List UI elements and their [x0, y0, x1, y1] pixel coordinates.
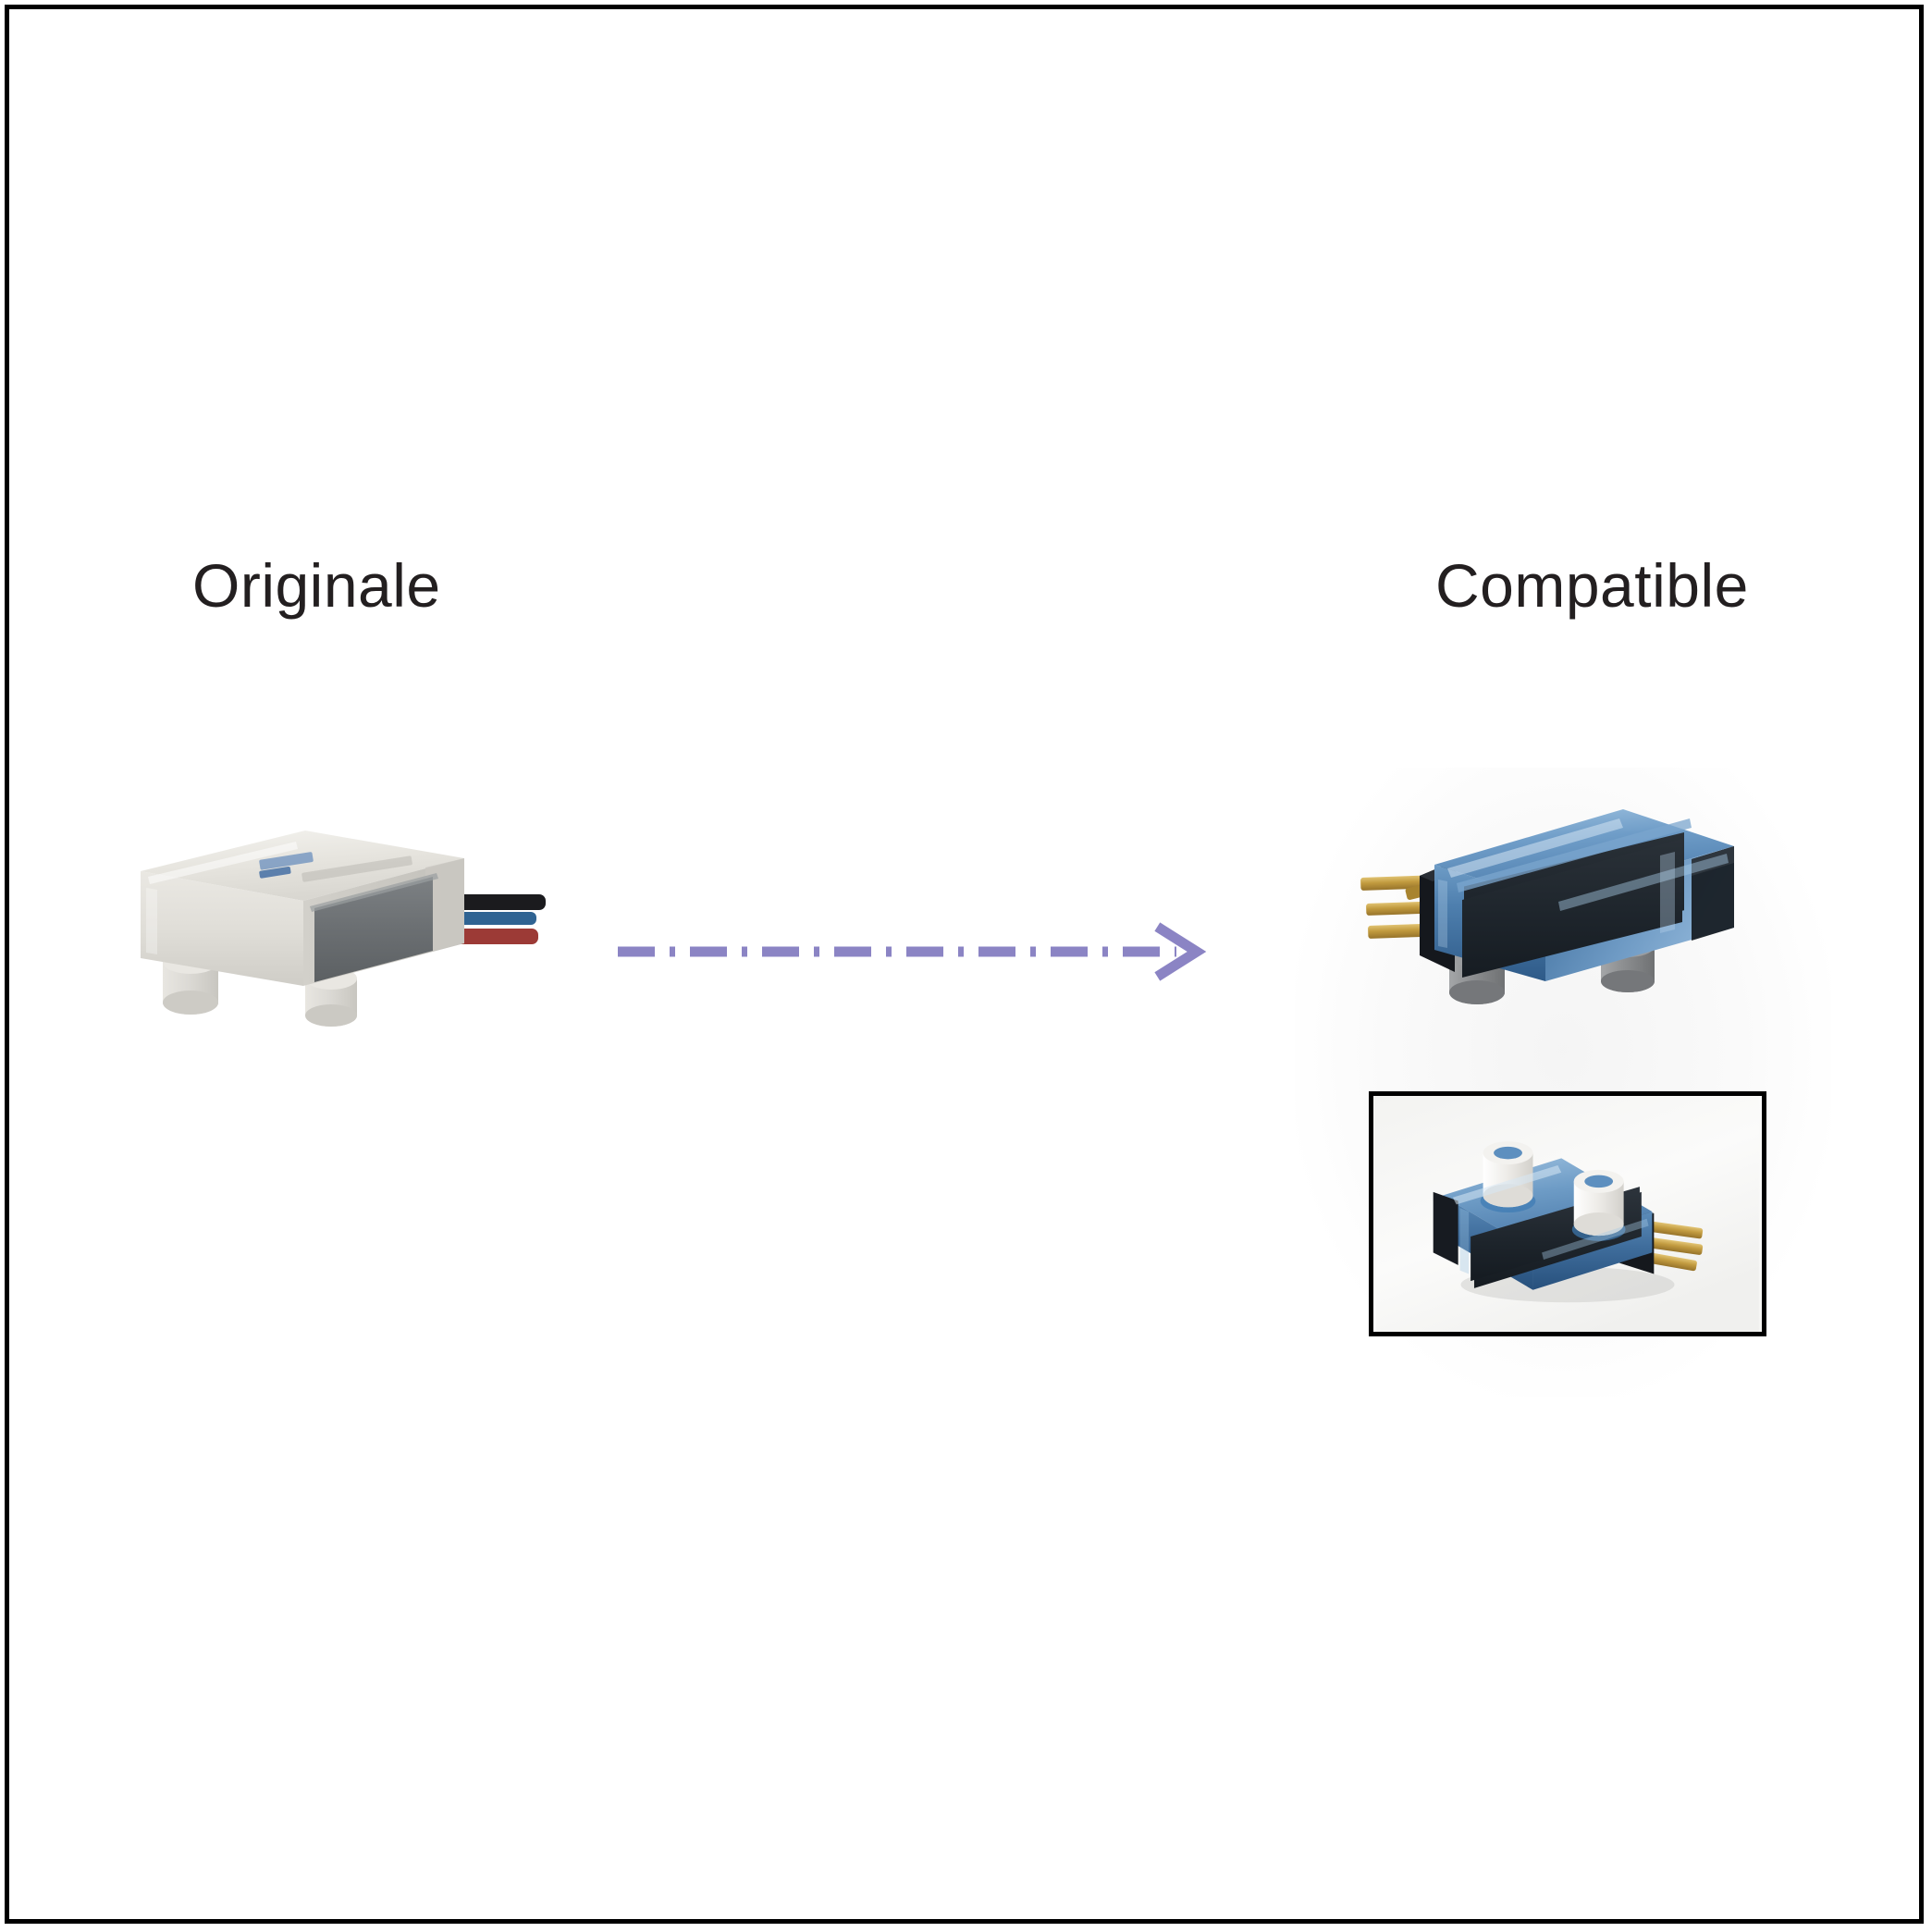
compatible-boxed-image [1369, 1091, 1766, 1336]
compatible-product-image [1346, 791, 1762, 1036]
original-body-top [141, 831, 464, 901]
arrow-graphic [618, 922, 1207, 981]
original-body-front [141, 871, 303, 986]
original-product-image [120, 805, 555, 1054]
column-label-original: Originale [192, 551, 441, 620]
arrow-head-chevron [1154, 922, 1207, 981]
boxed-left-cap [1433, 1191, 1458, 1265]
dash-dot-arrow [610, 920, 1249, 985]
column-label-compatible: Compatible [1435, 551, 1749, 620]
compatible-boxed-graphic [1376, 1096, 1759, 1332]
original-product-graphic [141, 831, 546, 1027]
original-brand-label [259, 852, 314, 879]
compatible-product-graphic [1360, 809, 1734, 1004]
